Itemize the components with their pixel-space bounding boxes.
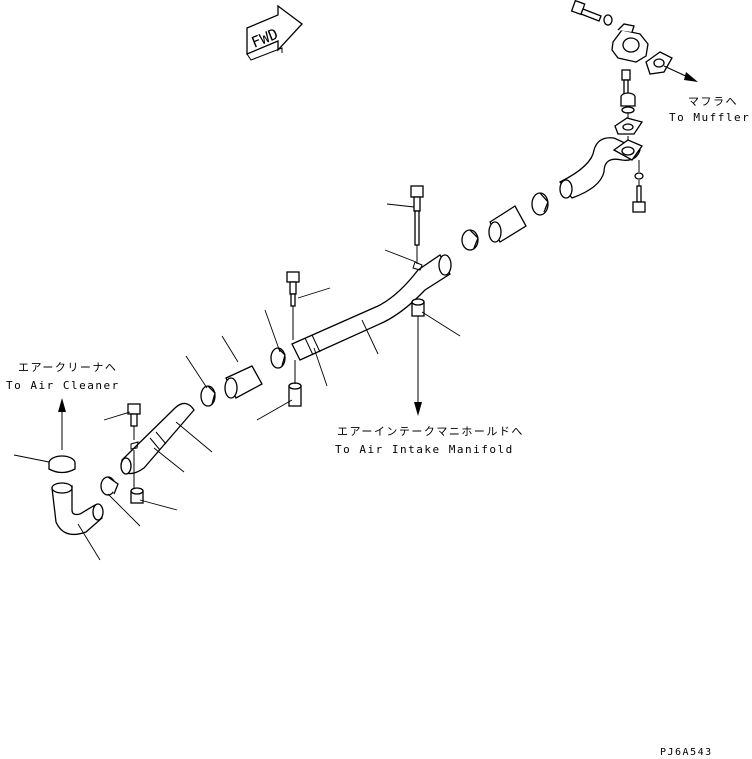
air-cleaner-arrow-head [58,398,66,412]
muffler-arrow-head [684,72,698,82]
drawing-code: PJ6A543 [660,747,713,758]
rubber-elbow-hose [51,482,104,536]
bolt-left [127,403,141,427]
intake-pipe-left [120,402,195,475]
rubber-hose-right [488,205,527,243]
manifold-label-en: To Air Intake Manifold [335,443,514,456]
hose-clamp-right-2 [461,229,479,251]
leader-lines [13,203,461,561]
fwd-arrow: FWD [246,4,303,61]
gasket-upper [645,51,673,75]
intake-pipe-main [291,254,452,361]
air-cleaner-label-jp: エアークリーナヘ [18,361,118,374]
lock-washer [634,172,644,180]
muffler-label-jp: マフラヘ [688,95,738,108]
hose-clamp-left [100,476,119,496]
muffler-flange-bolt [570,0,602,22]
flange-stud-bolt [621,69,631,95]
muffler-elbow-flange [611,23,649,63]
spacer-collar-right [411,298,425,317]
hose-clamp-center-2 [200,385,216,407]
nut [620,92,636,114]
gasket-middle [614,117,644,135]
hose-clamp-air-cleaner [48,455,76,474]
hose-clamp-right [531,192,549,216]
washer [603,14,613,26]
air-cleaner-label-en: To Air Cleaner [6,379,120,392]
main-pipe-bolt [410,185,424,246]
muffler-pipe-elbow [559,137,643,199]
rubber-hose-center [224,365,263,399]
mounting-bolt-right [632,185,646,213]
spacer-collar-center [288,382,302,407]
manifold-arrow-head [414,402,422,416]
manifold-label-jp: エアーインテークマニホールドへ [337,425,524,438]
muffler-label-en: To Muffler [669,111,751,124]
hose-clamp-center [270,347,286,369]
center-pipe-bolt [286,271,300,307]
